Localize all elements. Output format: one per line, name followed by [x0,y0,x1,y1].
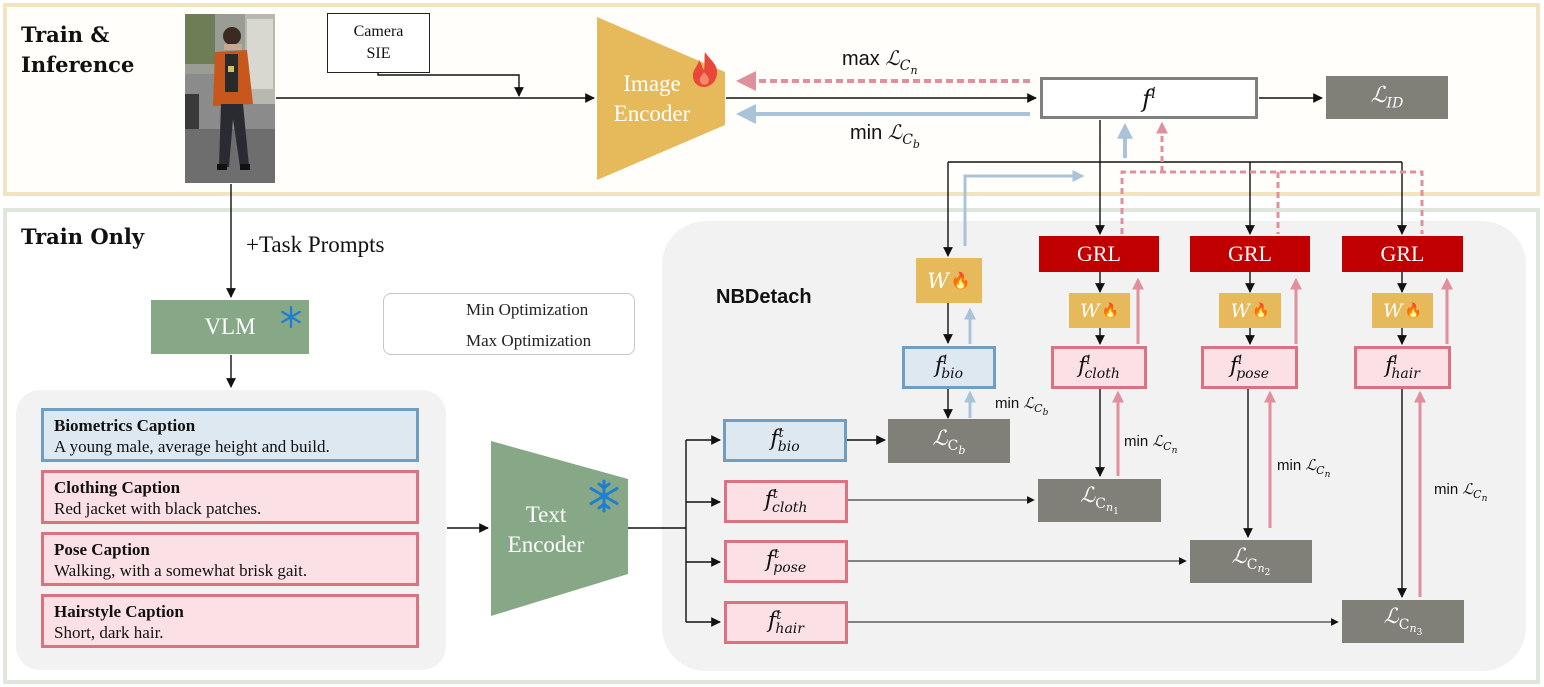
grl-box-pose: GRL [1190,236,1310,272]
flame-icon: 🔥 [1101,302,1119,319]
weight-box-pose: W🔥 [1219,293,1281,328]
loss-id-box: ℒID [1326,76,1448,119]
legend-max-label: Max Optimization [466,331,592,350]
snowflake-icon [586,478,622,514]
text-feature-pose: ftpose [724,540,848,583]
flame-icon: 🔥 [950,271,971,290]
vlm-box: VLM [151,300,309,354]
weight-box-bio: W🔥 [916,258,982,303]
image-feature-cloth: ficloth [1051,346,1147,389]
caption-hairstyle: Hairstyle Caption Short, dark hair. [41,594,419,648]
loss-hair-box: ℒCn3 [1342,600,1464,643]
loss-pose-box: ℒCn2 [1190,540,1312,583]
snowflake-icon [279,305,303,329]
image-feature-box: fi [1040,77,1258,119]
text-feature-bio: ftbio [723,419,847,462]
nbdetach-title: NBDetach [716,286,812,308]
person-image [185,14,275,183]
legend [383,293,635,355]
text-encoder-shape [491,441,628,616]
weight-box-cloth: W🔥 [1069,293,1130,328]
camera-sie-box: Camera SIE [327,13,430,73]
image-encoder-shape [597,17,725,180]
image-feature-bio: fibio [902,346,996,389]
caption-biometrics: Biometrics Caption A young male, average… [41,408,419,462]
loss-cloth-box: ℒCn1 [1038,479,1161,522]
image-feature-hair: fihair [1354,346,1451,389]
image-feature-pose: fipose [1201,346,1298,389]
min-cn-label-pose: min ℒCn [1277,456,1331,481]
section-title-train-only: Train Only [21,224,145,249]
flame-icon [688,50,722,92]
loss-bio-box: ℒCb [888,419,1010,463]
legend-min-label: Min Optimization [466,300,589,319]
text-feature-cloth: ftcloth [724,480,848,523]
image-encoder-label: Image Encoder [613,71,691,126]
min-cb-label: min ℒCb [995,394,1049,419]
min-cn-label-hair: min ℒCn [1434,480,1488,505]
caption-clothing: Clothing Caption Red jacket with black p… [41,470,419,524]
caption-pose: Pose Caption Walking, with a somewhat br… [41,532,419,586]
task-prompts-label: +Task Prompts [246,232,385,257]
grl-box-hair: GRL [1342,236,1463,272]
text-feature-hair: fthair [724,601,848,644]
min-cn-label-cloth: min ℒCn [1124,432,1178,457]
flame-icon: 🔥 [1252,302,1270,319]
weight-box-hair: W🔥 [1372,293,1433,328]
grl-box-cloth: GRL [1039,236,1159,272]
min-loss-label: min ℒCb [850,120,920,151]
max-loss-label: max ℒCn [842,46,918,77]
section-title-train-inference: Train & Inference [21,22,135,77]
flame-icon: 🔥 [1404,302,1422,319]
text-encoder-label: Text Encoder [507,502,585,557]
